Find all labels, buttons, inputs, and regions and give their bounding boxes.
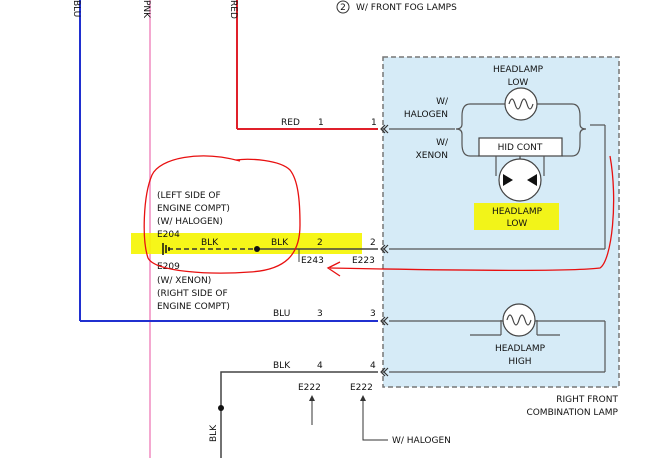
low-title-2: LOW <box>508 78 529 88</box>
wire4-pin: 4 <box>370 361 376 371</box>
headlamp-high-filament <box>506 314 532 326</box>
ground-text-1: (LEFT SIDE OF <box>157 191 221 201</box>
wire4 <box>220 371 378 458</box>
connector-chevrons <box>380 124 389 377</box>
xenon-arc-right <box>527 174 537 186</box>
ground-wire-label: BLK <box>201 238 219 248</box>
ground-text-5: E209 <box>157 262 180 272</box>
note-marker-circle <box>336 0 350 14</box>
ground-text-3: (W/ HALOGEN) <box>157 217 223 227</box>
xenon-lamp-label-2: LOW <box>507 219 528 229</box>
bottom-blk-label: BLK <box>209 424 219 442</box>
wire3-pin: 3 <box>370 309 376 319</box>
ground-icon <box>162 243 170 255</box>
top-label-blu: BLU <box>71 0 81 17</box>
note-marker: 2 <box>340 3 346 13</box>
annotation-circle <box>143 155 301 274</box>
wire3-circuit: 3 <box>317 309 323 319</box>
wire2-splice <box>254 246 260 252</box>
wire4-circuit: 4 <box>317 361 323 371</box>
wire4-color: BLK <box>273 361 291 371</box>
top-label-red: RED <box>228 0 238 19</box>
left-brace <box>455 103 471 157</box>
top-label-pnk: PNK <box>141 0 151 19</box>
wire2-circuit: 2 <box>317 238 323 248</box>
highlight-xenon-label <box>474 203 559 230</box>
wire4-splice <box>218 405 224 411</box>
hid-cont-label: HID CONT <box>498 143 543 153</box>
halogen-low-filament <box>508 98 534 110</box>
ground-text-6: (W/ XENON) <box>157 276 211 286</box>
xenon-arc-left <box>503 174 513 186</box>
annotation-arrowhead <box>326 261 341 277</box>
wire1-pin: 1 <box>371 118 377 128</box>
wire1-circuit: 1 <box>318 118 324 128</box>
e222-right-arrowhead <box>360 395 366 401</box>
e243-label: E243 <box>301 256 324 266</box>
xenon-lamp-label-1: HEADLAMP <box>492 207 543 217</box>
component-name-2: COMBINATION LAMP <box>526 408 618 418</box>
component-name-1: RIGHT FRONT <box>556 395 618 405</box>
annotation-arrow <box>329 155 615 271</box>
e223-label: E223 <box>352 256 375 266</box>
w-halogen-note: W/ HALOGEN <box>392 436 451 446</box>
e222-left: E222 <box>298 383 321 393</box>
wire2-pin: 2 <box>370 238 376 248</box>
ground-text-8: ENGINE COMPT) <box>157 302 230 312</box>
xenon-lamp-icon <box>498 158 542 202</box>
right-brace <box>571 103 587 157</box>
e222-right: E222 <box>350 383 373 393</box>
wire2-color: BLK <box>271 238 289 248</box>
note-text: W/ FRONT FOG LAMPS <box>356 3 457 13</box>
ground-text-4: E204 <box>157 230 180 240</box>
e222-left-arrowhead <box>309 395 315 401</box>
internal-wiring <box>389 103 606 373</box>
wire1-color: RED <box>281 118 300 128</box>
xenon-label-1: W/ <box>436 138 449 148</box>
ground-text-7: (RIGHT SIDE OF <box>157 289 228 299</box>
wire3-color: BLU <box>273 309 290 319</box>
e222-right-arrow <box>362 400 388 441</box>
high-label-2: HIGH <box>508 357 531 367</box>
high-label-1: HEADLAMP <box>495 344 546 354</box>
low-title-1: HEADLAMP <box>493 65 544 75</box>
halogen-label-2: HALOGEN <box>404 110 448 120</box>
ground-text-2: ENGINE COMPT) <box>157 204 230 214</box>
xenon-label-2: XENON <box>416 151 448 161</box>
halogen-label-1: W/ <box>436 97 449 107</box>
